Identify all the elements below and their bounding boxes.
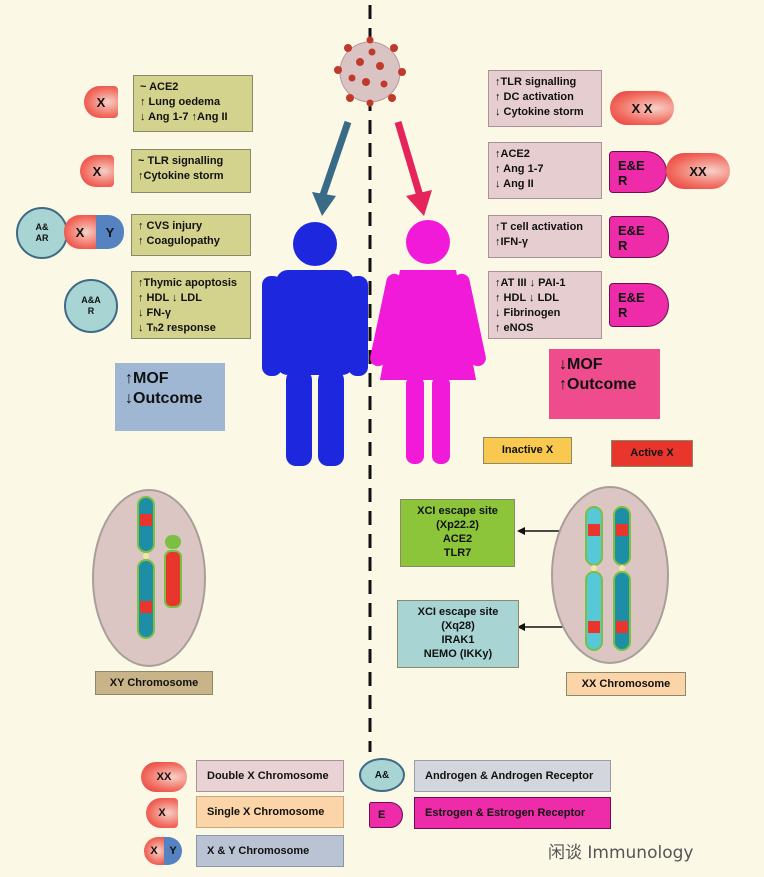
xy-badge-y: Y [96,215,124,249]
xy-badge-x: X [64,215,96,249]
watermark-text: 闲谈 Immunology [548,843,694,863]
male-tlr-box: ~ TLR signalling ↑Cytokine storm [131,149,251,193]
xx-chromosome-illustration [551,486,669,664]
androgen-receptor-badge-2: A&A R [64,279,118,333]
xy-chromosome-illustration [92,489,206,667]
legend-estrogen-label: Estrogen & Estrogen Receptor [414,797,611,829]
xci-escape-box-xp22: XCI escape site (Xp22.2) ACE2 TLR7 [400,499,515,567]
female-arrow [394,121,432,216]
estrogen-receptor-badge: E&E R [609,151,667,193]
estrogen-receptor-badge-2: E&E R [609,216,669,258]
coronavirus-icon [334,36,406,107]
female-antithrombin-box: ↑AT III ↓ PAI-1 ↑ HDL ↓ LDL ↓ Fibrinogen… [488,271,602,339]
estrogen-receptor-badge-3: E&E R [609,283,669,327]
legend-single-x-label: Single X Chromosome [196,796,344,828]
double-x-badge: X X [610,91,674,125]
double-x-badge-2: XX [666,153,730,189]
male-figure-icon [262,222,368,466]
active-x-legend: Active X [611,440,693,467]
xx-chromosome-label: XX Chromosome [566,672,686,696]
legend-x-icon: X [146,798,178,828]
legend-xx-icon: XX [141,762,187,792]
legend-androgen-icon: A& [359,758,405,792]
female-figure-icon [370,220,486,464]
legend-double-x-label: Double X Chromosome [196,760,344,792]
single-x-badge: X [84,86,118,118]
xci-escape-box-xq28: XCI escape site (Xq28) IRAK1 NEMO (IKKy) [397,600,519,668]
xy-chromosome-label: XY Chromosome [95,671,213,695]
legend-estrogen-icon: E [369,802,403,828]
inactive-x-legend: Inactive X [483,437,572,464]
male-thymic-box: ↑Thymic apoptosis ↑ HDL ↓ LDL ↓ FN-γ ↓ T… [131,271,251,339]
legend-xy-y-icon: Y [164,837,182,865]
single-x-badge-2: X [80,155,114,187]
male-cvs-box: ↑ CVS injury ↑ Coagulopathy [131,214,251,256]
male-arrow [312,120,352,216]
female-tlr-box: ↑TLR signalling ↑ DC activation ↓ Cytoki… [488,70,602,127]
legend-androgen-label: Androgen & Androgen Receptor [414,760,611,792]
female-outcome-box: ↓MOF ↑Outcome [549,349,660,419]
legend-xy-label: X & Y Chromosome [196,835,344,867]
male-outcome-box: ↑MOF ↓Outcome [115,363,225,431]
androgen-receptor-badge: A& AR [16,207,68,259]
female-tcell-box: ↑T cell activation ↑IFN-γ [488,215,602,258]
legend-xy-x-icon: X [144,837,164,865]
female-ace2-box: ↑ACE2 ↑ Ang 1-7 ↓ Ang II [488,142,602,199]
male-ace2-box: ~ ACE2 ↑ Lung oedema ↓ Ang 1-7 ↑Ang II [133,75,253,132]
